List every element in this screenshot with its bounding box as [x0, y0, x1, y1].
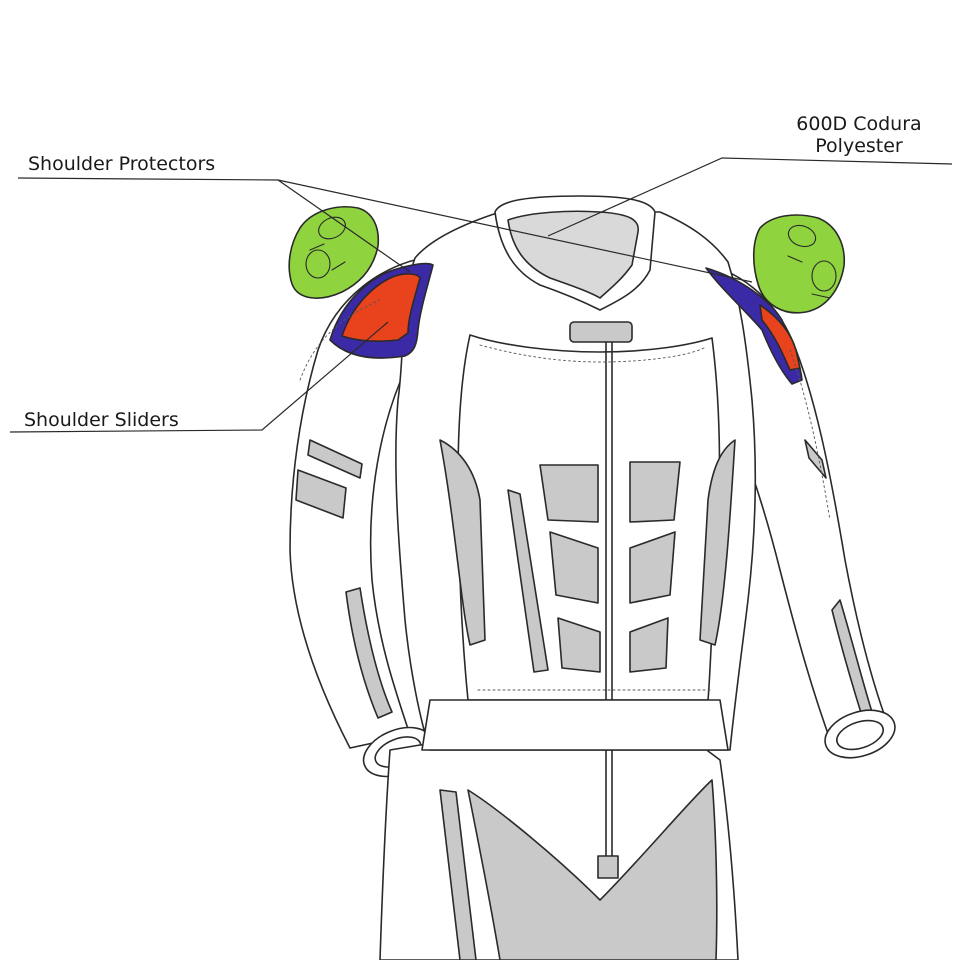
- material-label: 600D Codura Polyester: [790, 113, 928, 157]
- material-label-line-1: 600D Codura: [790, 113, 928, 135]
- shoulder-sliders-label: Shoulder Sliders: [24, 409, 179, 431]
- waist-band: [422, 700, 728, 750]
- material-label-line-2: Polyester: [790, 135, 928, 157]
- zipper-pull: [598, 856, 618, 878]
- abs-pad-2: [630, 462, 680, 522]
- shoulder-protectors-label: Shoulder Protectors: [28, 153, 215, 175]
- abs-pad-1: [540, 465, 598, 522]
- collar-tab: [570, 322, 632, 342]
